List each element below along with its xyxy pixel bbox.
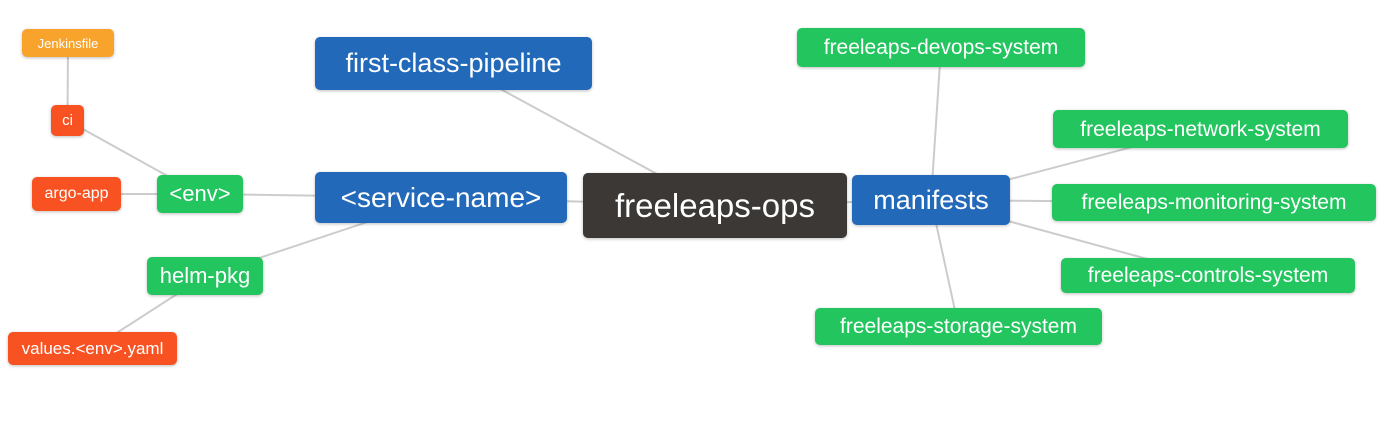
node-storage-system[interactable]: freeleaps-storage-system [815, 308, 1102, 345]
node-manifests[interactable]: manifests [852, 175, 1010, 225]
node-monitoring-system[interactable]: freeleaps-monitoring-system [1052, 184, 1376, 221]
node-jenkinsfile[interactable]: Jenkinsfile [22, 29, 114, 57]
node-network-system[interactable]: freeleaps-network-system [1053, 110, 1348, 148]
node-freeleaps-ops[interactable]: freeleaps-ops [583, 173, 847, 238]
node-first-class-pipeline[interactable]: first-class-pipeline [315, 37, 592, 90]
node-devops-system[interactable]: freeleaps-devops-system [797, 28, 1085, 67]
node-argo-app[interactable]: argo-app [32, 177, 121, 211]
node-helm-pkg[interactable]: helm-pkg [147, 257, 263, 295]
edge-manifests-devops-system [930, 47, 942, 201]
node-controls-system[interactable]: freeleaps-controls-system [1061, 258, 1355, 293]
node-service-name[interactable]: <service-name> [315, 172, 567, 223]
node-env[interactable]: <env> [157, 175, 243, 213]
node-values-env-yaml[interactable]: values.<env>.yaml [8, 332, 177, 365]
node-ci[interactable]: ci [51, 105, 84, 136]
